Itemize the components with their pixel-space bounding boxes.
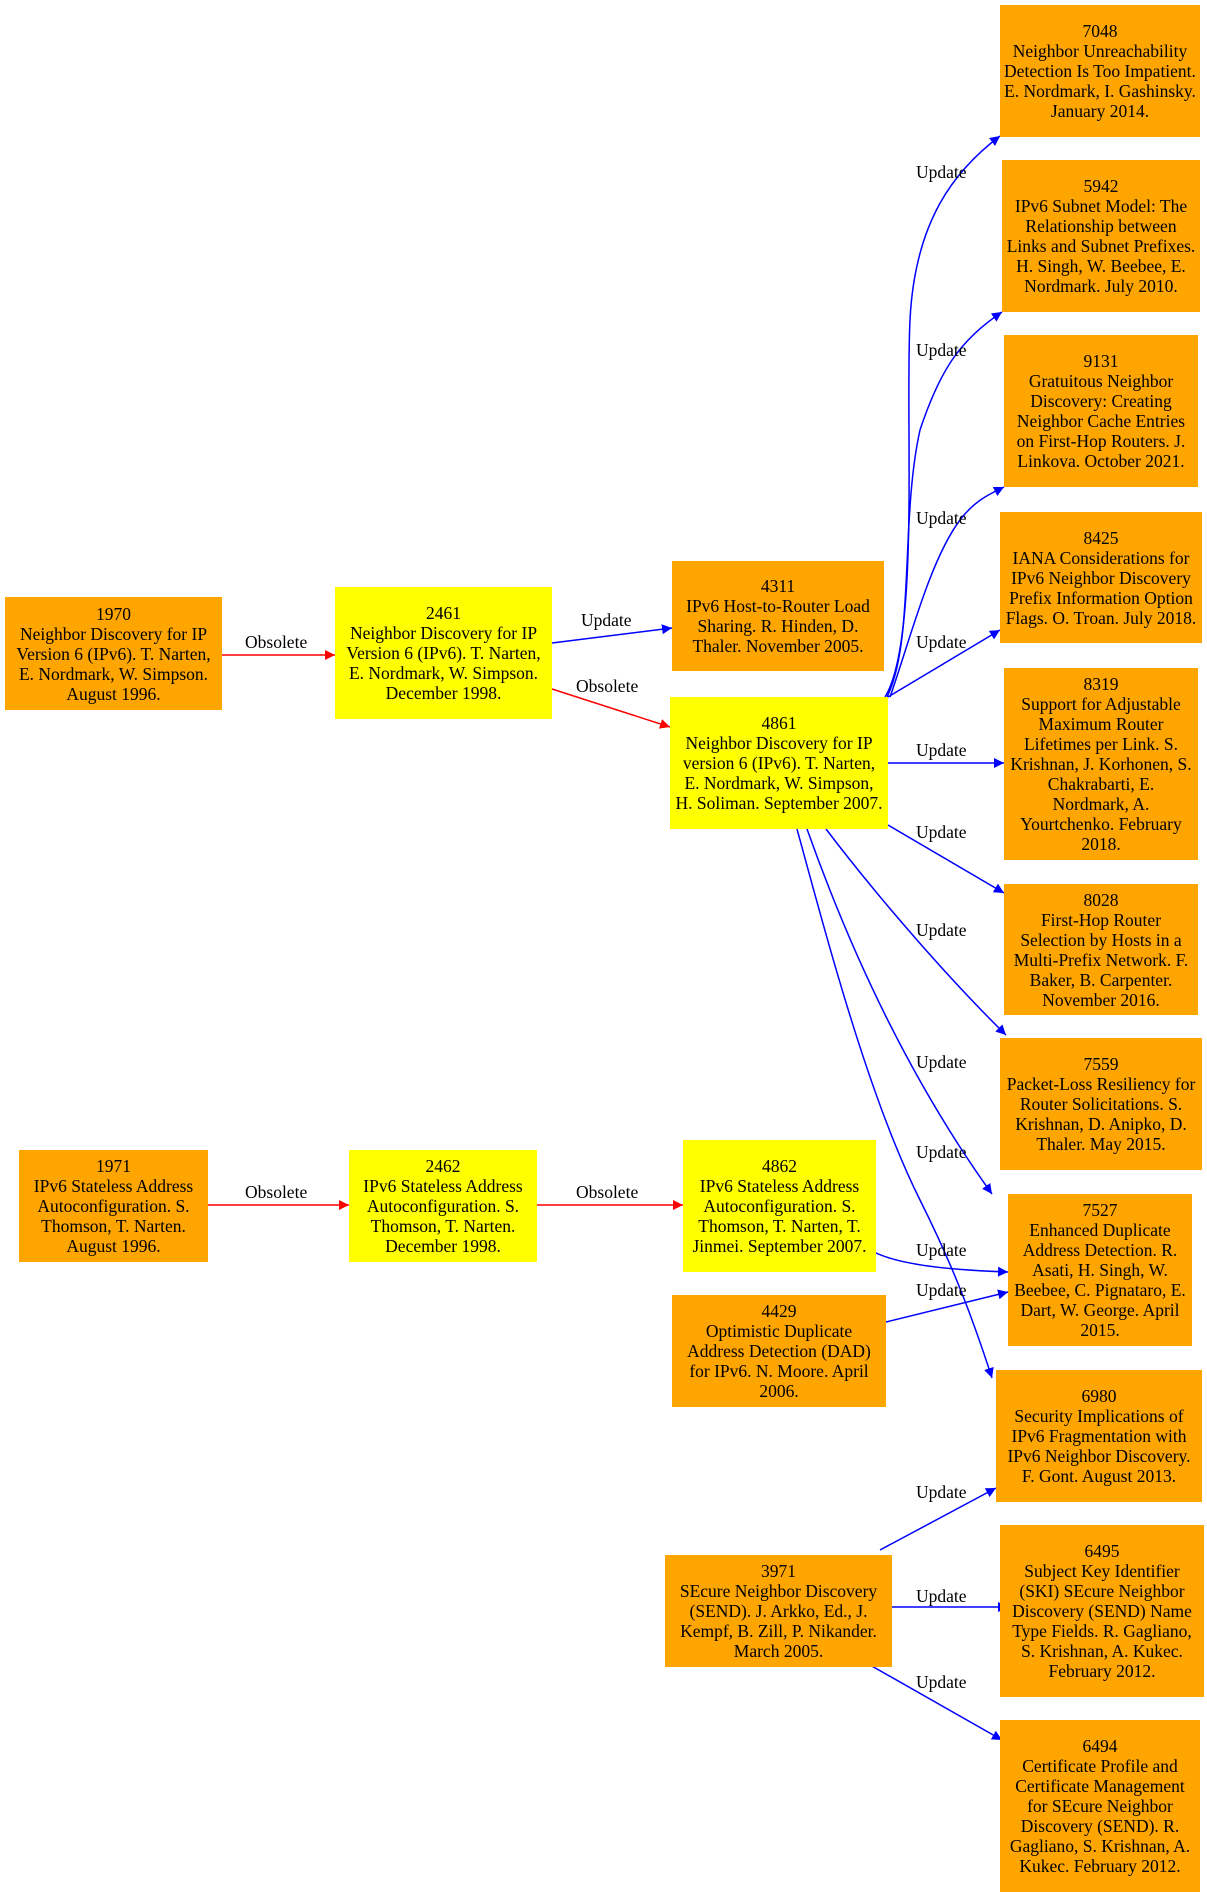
edge-2461-4861: [551, 688, 671, 729]
rfc-node-6495[interactable]: 6495 Subject Key Identifier (SKI) SEcure…: [1000, 1525, 1204, 1697]
edge-label-4429-7527: Update: [916, 1280, 967, 1300]
rfc-node-8028[interactable]: 8028 First-Hop Router Selection by Hosts…: [1004, 884, 1198, 1015]
rfc-node-4429[interactable]: 4429 Optimistic Duplicate Address Detect…: [672, 1295, 886, 1407]
rfc-description: Certificate Profile and Certificate Mana…: [1009, 1756, 1191, 1876]
rfc-node-1971[interactable]: 1971 IPv6 Stateless Address Autoconfigur…: [19, 1150, 208, 1262]
rfc-node-7527[interactable]: 7527 Enhanced Duplicate Address Detectio…: [1008, 1194, 1192, 1346]
rfc-node-2462[interactable]: 2462 IPv6 Stateless Address Autoconfigur…: [349, 1150, 537, 1262]
edge-label-4861-8425: Update: [916, 632, 967, 652]
rfc-node-7048[interactable]: 7048 Neighbor Unreachability Detection I…: [1000, 5, 1200, 137]
rfc-number: 5942: [1083, 176, 1119, 196]
edge-label-3971-6495: Update: [916, 1586, 967, 1606]
rfc-description: Neighbor Unreachability Detection Is Too…: [1004, 41, 1196, 121]
edge-label-4861-7527: Update: [916, 1052, 967, 1072]
edge-4861-8425: [887, 629, 1001, 698]
rfc-number: 7559: [1083, 1054, 1119, 1074]
edge-4861-7527: [806, 828, 993, 1195]
rfc-number: 4311: [760, 576, 796, 596]
edge-label-4861-5942: Update: [916, 340, 967, 360]
edge-4429-7527: [885, 1289, 1009, 1323]
rfc-number: 8028: [1083, 889, 1119, 910]
edge-label-4861-7559: Update: [916, 920, 967, 940]
edge-4862-7527: [873, 1251, 1009, 1277]
rfc-description: Neighbor Discovery for IP Version 6 (IPv…: [16, 623, 211, 704]
rfc-description: Support for Adjustable Maximum Router Li…: [1010, 694, 1192, 854]
rfc-node-6494[interactable]: 6494 Certificate Profile and Certificate…: [1000, 1720, 1200, 1892]
rfc-description: Optimistic Duplicate Address Detection (…: [687, 1321, 871, 1401]
edge-label-3971-6980: Update: [916, 1482, 967, 1502]
edge-label-4861-9131: Update: [916, 508, 967, 528]
rfc-description: Neighbor Discovery for IP version 6 (IPv…: [675, 733, 883, 813]
rfc-node-8319[interactable]: 8319 Support for Adjustable Maximum Rout…: [1004, 668, 1198, 860]
edge-label-1971-2462: Obsolete: [245, 1182, 308, 1202]
rfc-number: 4429: [761, 1301, 797, 1321]
edge-3971-6494: [869, 1664, 1003, 1741]
edge-label-2461-4861: Obsolete: [576, 676, 639, 696]
edge-4861-7048: [884, 135, 1001, 698]
rfc-number: 1971: [96, 1156, 131, 1176]
rfc-node-6980[interactable]: 6980 Security Implications of IPv6 Fragm…: [996, 1370, 1202, 1502]
rfc-description: IANA Considerations for IPv6 Neighbor Di…: [1005, 547, 1197, 628]
rfc-number: 7527: [1082, 1200, 1118, 1220]
rfc-description: Enhanced Duplicate Address Detection. R.…: [1014, 1220, 1186, 1340]
rfc-description: Gratuitous Neighbor Discovery: Creating …: [1016, 371, 1186, 471]
edge-3971-6980: [879, 1487, 997, 1551]
rfc-node-7559[interactable]: 7559 Packet-Loss Resiliency for Router S…: [1000, 1038, 1202, 1170]
edge-label-4861-8028: Update: [916, 822, 967, 842]
rfc-description: Security Implications of IPv6 Fragmentat…: [1007, 1406, 1191, 1486]
rfc-number: 2462: [425, 1156, 461, 1176]
edge-label-4861-8319: Update: [916, 740, 967, 760]
rfc-number: 4861: [761, 713, 797, 733]
edge-4861-5942: [886, 311, 1003, 698]
rfc-description: IPv6 Subnet Model: The Relationship betw…: [1006, 196, 1196, 296]
rfc-description: SEcure Neighbor Discovery (SEND). J. Ark…: [679, 1581, 878, 1661]
rfc-number: 1970: [96, 603, 131, 624]
rfc-description: IPv6 Stateless Address Autoconfiguration…: [363, 1176, 523, 1256]
rfc-node-9131[interactable]: 9131 Gratuitous Neighbor Discovery: Crea…: [1004, 335, 1198, 487]
rfc-node-2461[interactable]: 2461 Neighbor Discovery for IP Version 6…: [335, 587, 552, 719]
edge-label-2462-4862: Obsolete: [576, 1182, 639, 1202]
rfc-description: Neighbor Discovery for IP Version 6 (IPv…: [346, 623, 541, 703]
edge-label-4862-7527: Update: [916, 1240, 967, 1260]
rfc-node-4862[interactable]: 4862 IPv6 Stateless Address Autoconfigur…: [683, 1140, 876, 1272]
rfc-description: Packet-Loss Resiliency for Router Solici…: [1006, 1074, 1196, 1154]
rfc-description: IPv6 Stateless Address Autoconfiguration…: [33, 1176, 194, 1256]
edge-2461-4311: [551, 624, 673, 644]
rfc-number: 7048: [1082, 21, 1118, 41]
edge-label-4861-6980: Update: [916, 1142, 967, 1162]
rfc-node-4311[interactable]: 4311 IPv6 Host-to-Router Load Sharing. R…: [672, 561, 884, 671]
rfc-node-5942[interactable]: 5942 IPv6 Subnet Model: The Relationship…: [1002, 160, 1200, 312]
rfc-description: IPv6 Stateless Address Autoconfiguration…: [692, 1176, 867, 1256]
rfc-number: 8425: [1083, 527, 1119, 548]
rfc-number: 2461: [426, 603, 461, 623]
edge-label-1970-2461: Obsolete: [245, 632, 308, 652]
rfc-description: First-Hop Router Selection by Hosts in a…: [1013, 909, 1189, 1010]
rfc-number: 6980: [1081, 1386, 1117, 1406]
rfc-number: 4862: [762, 1156, 797, 1176]
rfc-number: 8319: [1083, 674, 1119, 694]
rfc-number: 6495: [1084, 1541, 1120, 1561]
rfc-node-1970[interactable]: 1970 Neighbor Discovery for IP Version 6…: [5, 597, 222, 710]
edge-4861-8028: [887, 824, 1005, 894]
rfc-node-8425[interactable]: 8425 IANA Considerations for IPv6 Neighb…: [1000, 512, 1202, 643]
rfc-number: 9131: [1083, 351, 1119, 371]
edge-label-3971-6494: Update: [916, 1672, 967, 1692]
rfc-description: Subject Key Identifier (SKI) SEcure Neig…: [1012, 1561, 1192, 1681]
edge-label-2461-4311: Update: [581, 610, 632, 630]
edge-4861-9131: [889, 486, 1005, 698]
edge-4861-6980: [796, 828, 994, 1379]
rfc-node-4861[interactable]: 4861 Neighbor Discovery for IP version 6…: [670, 697, 888, 829]
rfc-description: IPv6 Host-to-Router Load Sharing. R. Hin…: [686, 596, 870, 656]
rfc-number: 6494: [1082, 1736, 1118, 1756]
rfc-node-3971[interactable]: 3971 SEcure Neighbor Discovery (SEND). J…: [665, 1555, 892, 1667]
edge-label-4861-7048: Update: [916, 162, 967, 182]
rfc-number: 3971: [761, 1561, 796, 1581]
edge-4861-7559: [825, 828, 1007, 1036]
